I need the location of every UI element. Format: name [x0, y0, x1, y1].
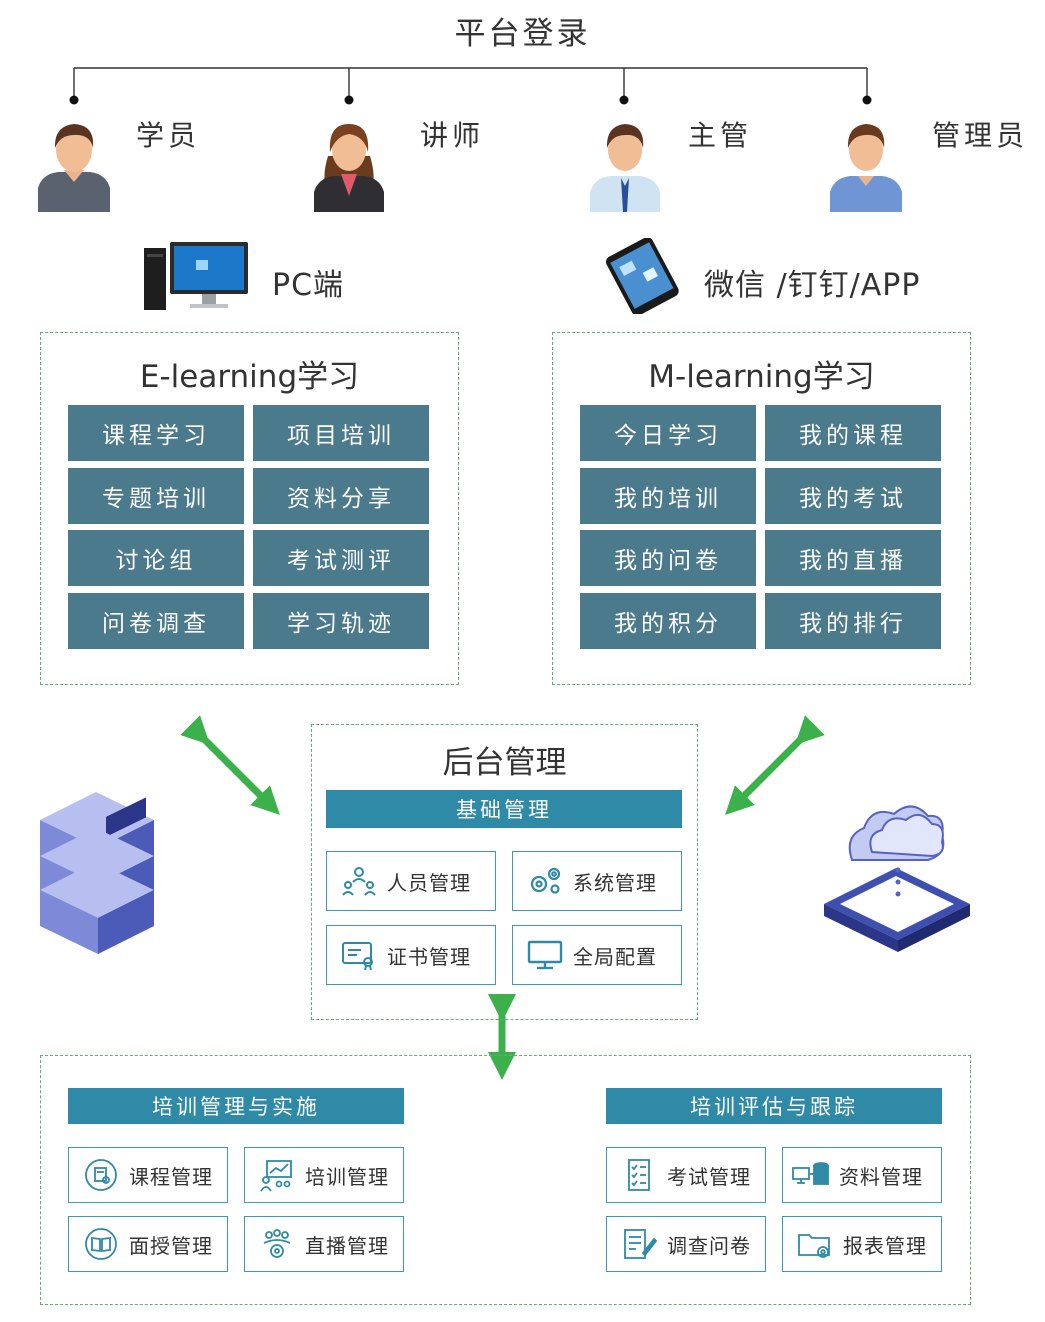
- backend-basic-bar: 基础管理: [326, 790, 682, 828]
- elearning-item-topic-training[interactable]: 专题培训: [68, 468, 244, 524]
- supervisor-avatar-icon: [590, 116, 660, 212]
- platform-label-mobile: 微信 /钉钉/APP: [704, 268, 921, 303]
- administrator-avatar-icon: [830, 116, 902, 212]
- card-course-management[interactable]: 课程管理: [68, 1147, 228, 1203]
- elearning-item-questionnaire[interactable]: 问卷调查: [68, 593, 244, 649]
- card-training-management[interactable]: 培训管理: [244, 1147, 404, 1203]
- desktop-computer-icon: [142, 240, 250, 312]
- card-label: 人员管理: [387, 870, 471, 895]
- card-survey-questionnaire[interactable]: 调查问卷: [606, 1216, 766, 1272]
- mlearning-item-my-courses[interactable]: 我的课程: [765, 405, 941, 461]
- training-chart-icon: [257, 1157, 297, 1193]
- card-label: 培训管理: [305, 1164, 389, 1189]
- mlearning-item-my-ranking[interactable]: 我的排行: [765, 593, 941, 649]
- card-live-management[interactable]: 直播管理: [244, 1216, 404, 1272]
- smartphone-icon: [596, 238, 686, 314]
- bottom-panel: [40, 1055, 971, 1305]
- page-title: 平台登录: [454, 16, 591, 52]
- elearning-item-discussion-group[interactable]: 讨论组: [68, 530, 244, 586]
- cloud-platform-icon: [822, 788, 972, 956]
- people-org-icon: [339, 863, 379, 899]
- elearning-item-resource-sharing[interactable]: 资料分享: [253, 468, 429, 524]
- elearning-item-learning-track[interactable]: 学习轨迹: [253, 593, 429, 649]
- card-label: 考试管理: [667, 1164, 751, 1189]
- card-label: 报表管理: [843, 1233, 927, 1258]
- arrow-mlearning-backend: [725, 715, 825, 815]
- card-label: 系统管理: [573, 870, 657, 895]
- card-certificate-management[interactable]: 证书管理: [326, 925, 496, 985]
- monitor-icon: [525, 937, 565, 973]
- role-connector-lines: [69, 67, 872, 105]
- card-label: 资料管理: [839, 1164, 923, 1189]
- card-system-management[interactable]: 系统管理: [512, 851, 682, 911]
- role-label-administrator: 管理员: [932, 119, 1029, 152]
- exam-checklist-icon: [619, 1157, 659, 1193]
- mlearning-title: M-learning学习: [648, 359, 875, 395]
- card-report-management[interactable]: 报表管理: [782, 1216, 942, 1272]
- elearning-panel: E-learning学习: [40, 332, 459, 685]
- survey-pen-icon: [619, 1226, 659, 1262]
- card-personnel-management[interactable]: 人员管理: [326, 851, 496, 911]
- card-label: 面授管理: [129, 1233, 213, 1258]
- mlearning-item-today-study[interactable]: 今日学习: [580, 405, 756, 461]
- mlearning-item-my-training[interactable]: 我的培训: [580, 468, 756, 524]
- elearning-title: E-learning学习: [139, 359, 360, 395]
- card-label: 全局配置: [573, 944, 657, 969]
- card-resource-management[interactable]: 资料管理: [782, 1147, 942, 1203]
- elearning-item-course-study[interactable]: 课程学习: [68, 405, 244, 461]
- mlearning-item-my-points[interactable]: 我的积分: [580, 593, 756, 649]
- male-student-avatar-icon: [38, 116, 110, 212]
- elearning-item-project-training[interactable]: 项目培训: [253, 405, 429, 461]
- role-label-lecturer: 讲师: [420, 119, 485, 152]
- training-implementation-bar: 培训管理与实施: [68, 1088, 404, 1124]
- backend-panel: 后台管理: [311, 724, 698, 1020]
- mlearning-item-my-exams[interactable]: 我的考试: [765, 468, 941, 524]
- live-group-icon: [257, 1226, 297, 1262]
- server-stack-icon: [38, 790, 156, 955]
- arrow-elearning-backend: [180, 715, 280, 815]
- card-face-to-face-management[interactable]: 面授管理: [68, 1216, 228, 1272]
- card-exam-management[interactable]: 考试管理: [606, 1147, 766, 1203]
- card-label: 直播管理: [305, 1233, 389, 1258]
- gears-icon: [525, 863, 565, 899]
- mlearning-panel: M-learning学习: [552, 332, 971, 685]
- certificate-icon: [339, 937, 379, 973]
- book-circle-icon: [81, 1226, 121, 1262]
- role-label-supervisor: 主管: [688, 119, 753, 152]
- training-evaluation-bar: 培训评估与跟踪: [606, 1088, 942, 1124]
- mlearning-item-my-questionnaires[interactable]: 我的问卷: [580, 530, 756, 586]
- role-label-student: 学员: [136, 119, 201, 152]
- course-circle-icon: [81, 1157, 121, 1193]
- card-global-config[interactable]: 全局配置: [512, 925, 682, 985]
- mlearning-item-my-live[interactable]: 我的直播: [765, 530, 941, 586]
- female-lecturer-avatar-icon: [314, 116, 384, 212]
- card-label: 调查问卷: [667, 1233, 751, 1258]
- report-folder-icon: [795, 1226, 835, 1262]
- backend-title: 后台管理: [442, 745, 567, 781]
- database-icon: [791, 1157, 831, 1193]
- elearning-item-exam-assessment[interactable]: 考试测评: [253, 530, 429, 586]
- platform-label-pc: PC端: [272, 268, 345, 303]
- card-label: 证书管理: [387, 944, 471, 969]
- card-label: 课程管理: [129, 1164, 213, 1189]
